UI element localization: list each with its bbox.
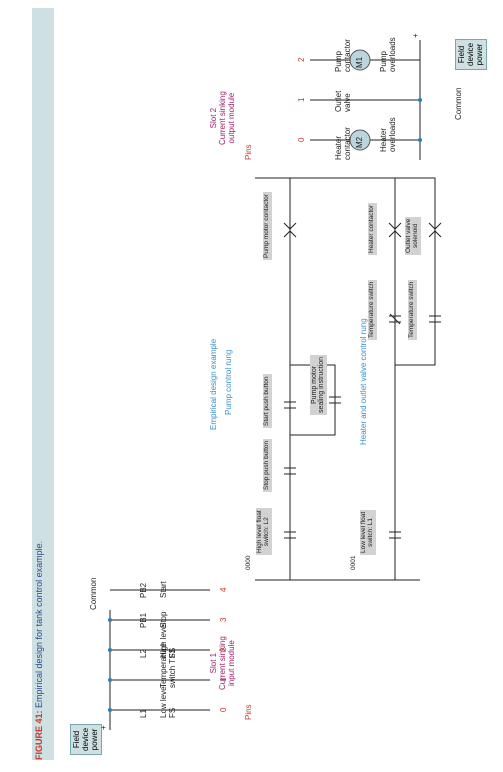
ll-float-label: Low level float switch: L1: [360, 509, 376, 555]
slot2-pins-label: Pins: [244, 144, 253, 160]
slot1-tag-2: L2: [139, 649, 148, 658]
motor-m1-icon: [349, 49, 371, 71]
slot1-pin-1: 1: [219, 677, 228, 682]
slot1-pin-4: 4: [219, 587, 228, 592]
slot1-field-power: Field device power: [70, 723, 103, 755]
slot2-ol-0: Heater overloads: [379, 117, 397, 152]
hl-float-label: High level float switch: L2: [256, 508, 272, 555]
junction-dot: [108, 708, 112, 712]
temp2-label: Temperature switch: [408, 279, 417, 340]
wiring-svg: [108, 40, 442, 730]
junction-dot: [108, 618, 112, 622]
slot1-dev-0: Low level FS: [159, 684, 177, 718]
tank-control-diagram: Slot 1 Current sinking input module Pins…: [60, 8, 500, 760]
figure-caption-text: Empirical design for tank control exampl…: [34, 540, 44, 708]
contact-stop: [284, 467, 296, 475]
slot1-tag-3: PB1: [139, 612, 148, 628]
heater-coil-label: Heater contactor: [368, 202, 377, 255]
slot1-dev-3: Stop: [159, 611, 168, 628]
junction-dot: [108, 678, 112, 682]
rung-2-branch: [395, 177, 436, 366]
slot2-pin-1: 1: [297, 97, 306, 102]
slot1-pin-2: 2: [219, 647, 228, 652]
slot1-plus: +: [99, 725, 108, 730]
contact-low-level: [389, 531, 401, 539]
valve-coil-label: Outlet valve solenoid: [405, 216, 421, 255]
slot2-field-power: Field device power: [455, 38, 488, 70]
figure-caption: FIGURE 41: Empirical design for tank con…: [34, 541, 44, 760]
slot2-title: Slot 2 Current sinking output module: [209, 91, 236, 145]
slot1-pins-label: Pins: [244, 704, 253, 720]
ladder-title: Empirical design example: [209, 338, 218, 430]
coil-heater: [388, 222, 402, 238]
figure-side-band: [32, 8, 54, 760]
stop-pb-label: Stop push button: [263, 438, 272, 492]
slot2-coil-0: M2: [355, 136, 364, 148]
slot1-pin-0: 0: [219, 707, 228, 712]
slot2-ol-2: Pump overloads: [379, 37, 397, 72]
start-pb-label: Start push button: [263, 374, 272, 428]
rung-number-0: 0000: [245, 555, 252, 570]
contact-temp-1: [389, 313, 401, 325]
temp1-label: Temperature switch: [368, 279, 377, 340]
rung1-label: Pump control rung: [224, 349, 233, 415]
slot2-dev-1: Outlet valve: [334, 90, 352, 112]
figure-label: FIGURE 41:: [34, 710, 44, 760]
junction-dot: [418, 138, 422, 142]
sealing-label: Pump motor sealing instruction: [310, 354, 327, 415]
slot2-common: Common: [454, 87, 463, 120]
coil-pump: [283, 222, 297, 238]
contact-high-level: [284, 531, 296, 539]
slot2-coil-2: M1: [355, 56, 364, 68]
rung-number-1: 0001: [350, 555, 357, 570]
slot1-pin-3: 3: [219, 617, 228, 622]
slot1-tag-4: PB2: [139, 582, 148, 598]
slot2-pin-2: 2: [297, 57, 306, 62]
contact-start: [284, 401, 296, 409]
slot1-common: Common: [89, 577, 98, 610]
pump-coil-label: Pump motor contactor: [263, 192, 272, 260]
slot1-dev-4: Start: [159, 581, 168, 598]
motor-m2-icon: [349, 129, 371, 151]
contact-seal: [329, 396, 341, 404]
contact-temp-2: [429, 315, 441, 323]
coil-valve: [428, 222, 442, 238]
slot2-pin-0: 0: [297, 137, 306, 142]
slot1-dev-2: High level FS: [159, 622, 177, 658]
slot1-tag-0: L1: [139, 709, 148, 718]
slot2-dev-0: Heater contactor: [334, 127, 352, 160]
junction-dot: [108, 648, 112, 652]
slot2-dev-2: Pump contactor: [334, 39, 352, 72]
junction-dot: [418, 98, 422, 102]
slot2-plus: +: [411, 33, 420, 38]
